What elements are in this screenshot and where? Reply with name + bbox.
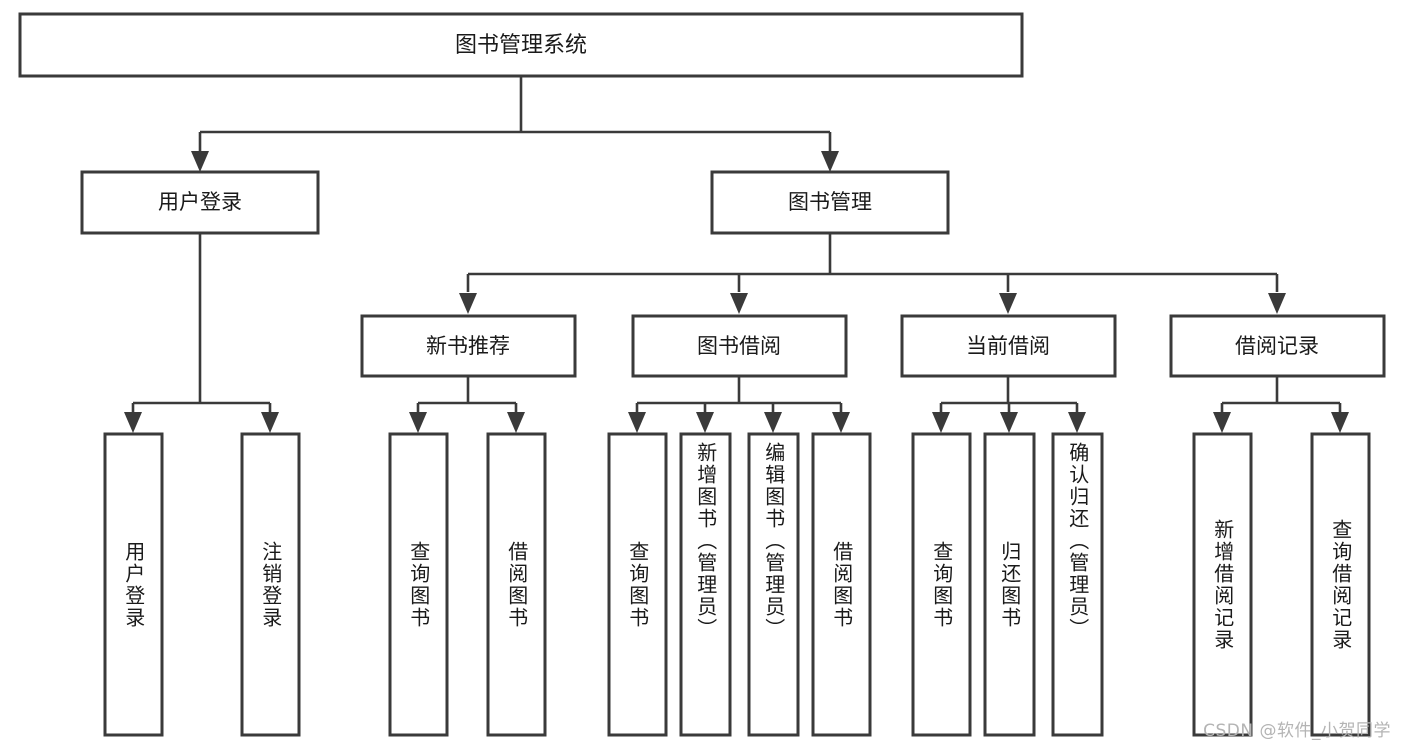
node-user-login[interactable]: 用户登录 — [80, 170, 320, 235]
node-leaf-new-book-2-box[interactable] — [486, 432, 547, 737]
node-leaf-book-borrow-3-box[interactable] — [747, 432, 800, 737]
node-leaf-current-borrow-1-box[interactable] — [911, 432, 972, 737]
arrow-borrow-records-leaf-1 — [1213, 412, 1231, 433]
node-root-label: 图书管理系统 — [455, 33, 587, 58]
node-root[interactable]: 图书管理系统 — [18, 12, 1024, 78]
arrow-book-borrow-leaf-4 — [832, 412, 850, 433]
node-root-box[interactable] — [18, 12, 1024, 78]
node-book-borrow-box[interactable] — [631, 314, 848, 378]
node-leaf-book-borrow-2-box[interactable] — [679, 432, 732, 737]
node-leaf-borrow-records-2-box[interactable] — [1310, 432, 1371, 737]
watermark: CSDN @软件_小贺同学 — [1203, 721, 1391, 741]
node-new-book-recommend-box[interactable] — [360, 314, 577, 378]
arrow-current-borrow-leaf-1 — [932, 412, 950, 433]
arrow-new-book-leaf-1 — [409, 412, 427, 433]
arrow-current-borrow-leaf-3 — [1068, 412, 1086, 433]
node-leaf-book-borrow-4-box[interactable] — [811, 432, 872, 737]
arrow-user-login-leaf-1 — [124, 412, 142, 433]
node-user-login-label: 用户登录 — [158, 190, 242, 214]
node-borrow-records[interactable]: 借阅记录 — [1169, 314, 1386, 378]
arrow-new-book-leaf-2 — [507, 412, 525, 433]
node-leaf-book-borrow-1-box[interactable] — [607, 432, 668, 737]
node-leaf-borrow-records-1-box[interactable] — [1192, 432, 1253, 737]
node-current-borrow[interactable]: 当前借阅 — [900, 314, 1117, 378]
node-book-management-box[interactable] — [710, 170, 950, 235]
arrow-to-borrow-records — [1268, 293, 1286, 314]
node-book-management[interactable]: 图书管理 — [710, 170, 950, 235]
node-borrow-records-label: 借阅记录 — [1235, 334, 1319, 358]
node-layer: 图书管理系统 用户登录 图书管理 新书推荐 图书借阅 当前 — [18, 12, 1386, 737]
node-new-book-recommend-label: 新书推荐 — [426, 334, 510, 358]
arrow-to-book-mgmt — [821, 151, 839, 172]
connector-layer — [124, 76, 1349, 433]
node-leaf-current-borrow-3-box[interactable] — [1051, 432, 1104, 737]
node-book-borrow-label: 图书借阅 — [697, 334, 781, 358]
node-current-borrow-label: 当前借阅 — [966, 334, 1050, 358]
arrow-to-current-borrow — [999, 293, 1017, 314]
arrow-book-borrow-leaf-1 — [628, 412, 646, 433]
arrow-current-borrow-leaf-2 — [1000, 412, 1018, 433]
node-leaf-user-login-2-box[interactable] — [240, 432, 301, 737]
arrow-book-borrow-leaf-2 — [696, 412, 714, 433]
arrow-to-new-book — [459, 293, 477, 314]
node-leaf-current-borrow-2-box[interactable] — [983, 432, 1036, 737]
arrow-to-book-borrow — [730, 293, 748, 314]
arrow-borrow-records-leaf-2 — [1331, 412, 1349, 433]
node-user-login-box[interactable] — [80, 170, 320, 235]
node-current-borrow-box[interactable] — [900, 314, 1117, 378]
arrow-user-login-leaf-2 — [261, 412, 279, 433]
node-leaf-new-book-1-box[interactable] — [388, 432, 449, 737]
arrow-book-borrow-leaf-3 — [764, 412, 782, 433]
node-new-book-recommend[interactable]: 新书推荐 — [360, 314, 577, 378]
arrow-to-user-login — [191, 151, 209, 172]
node-leaf-user-login-1-box[interactable] — [103, 432, 164, 737]
node-borrow-records-box[interactable] — [1169, 314, 1386, 378]
node-book-management-label: 图书管理 — [788, 190, 872, 214]
node-book-borrow[interactable]: 图书借阅 — [631, 314, 848, 378]
